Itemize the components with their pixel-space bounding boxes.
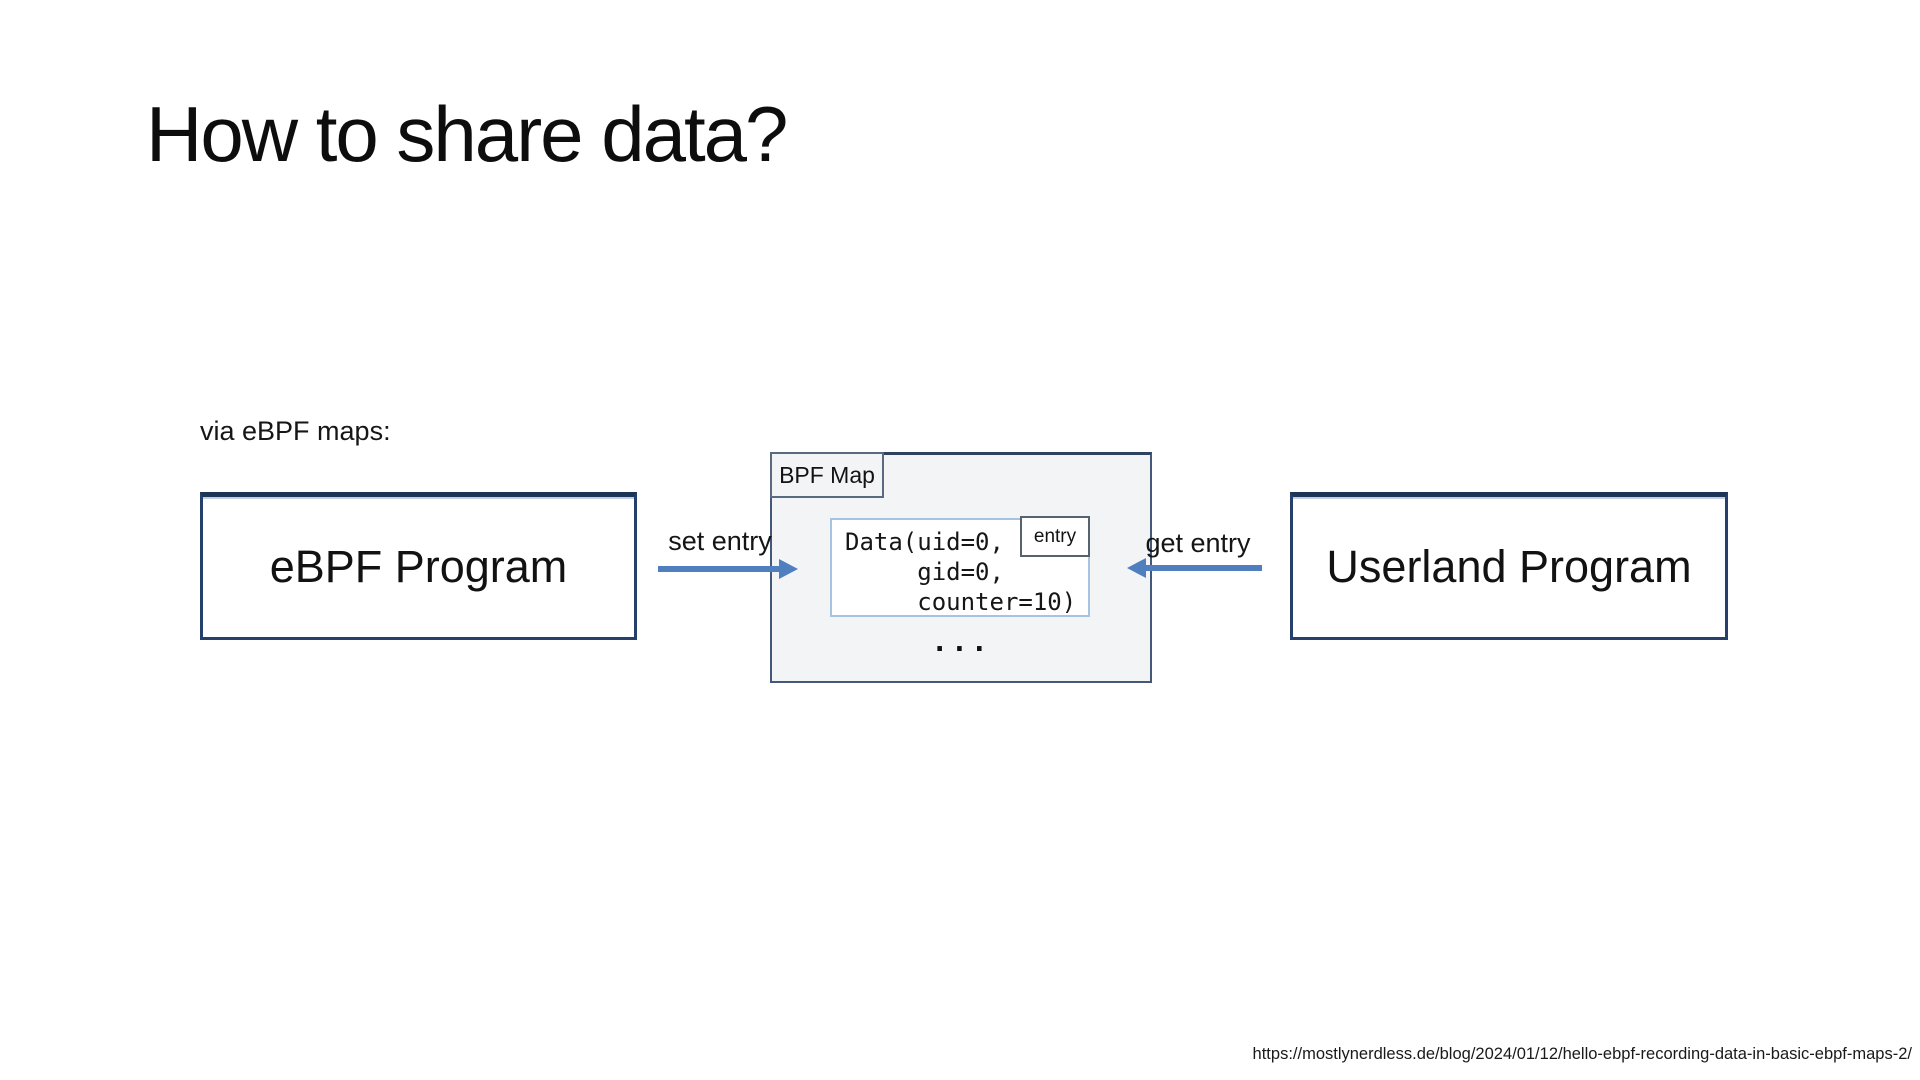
map-entry-code: Data(uid=0, gid=0, counter=10) [845, 528, 1077, 616]
lead-in-label: via eBPF maps: [200, 416, 391, 446]
bpf-map-box: BPF Map Data(uid=0, gid=0, counter=10) e… [770, 452, 1152, 683]
arrow-right-icon [779, 559, 798, 579]
userland-program-label: Userland Program [1326, 541, 1692, 592]
arrow-left-icon [1127, 558, 1146, 578]
page-title: How to share data? [146, 90, 788, 178]
source-url: https://mostlynerdless.de/blog/2024/01/1… [1252, 1045, 1912, 1063]
set-entry-label: set entry [668, 526, 772, 556]
ebpf-program-box: eBPF Program [200, 492, 637, 640]
ebpf-program-label: eBPF Program [269, 541, 568, 592]
more-entries-ellipsis: ... [931, 625, 991, 658]
bpf-map-tab-label: BPF Map [779, 461, 875, 488]
entry-tag: entry [1020, 516, 1090, 557]
get-entry-label: get entry [1145, 528, 1251, 558]
bpf-map-tab: BPF Map [770, 452, 884, 498]
set-entry-arrow [658, 566, 780, 572]
get-entry-arrow [1145, 565, 1262, 571]
userland-program-box: Userland Program [1290, 492, 1728, 640]
entry-tag-label: entry [1033, 525, 1077, 547]
